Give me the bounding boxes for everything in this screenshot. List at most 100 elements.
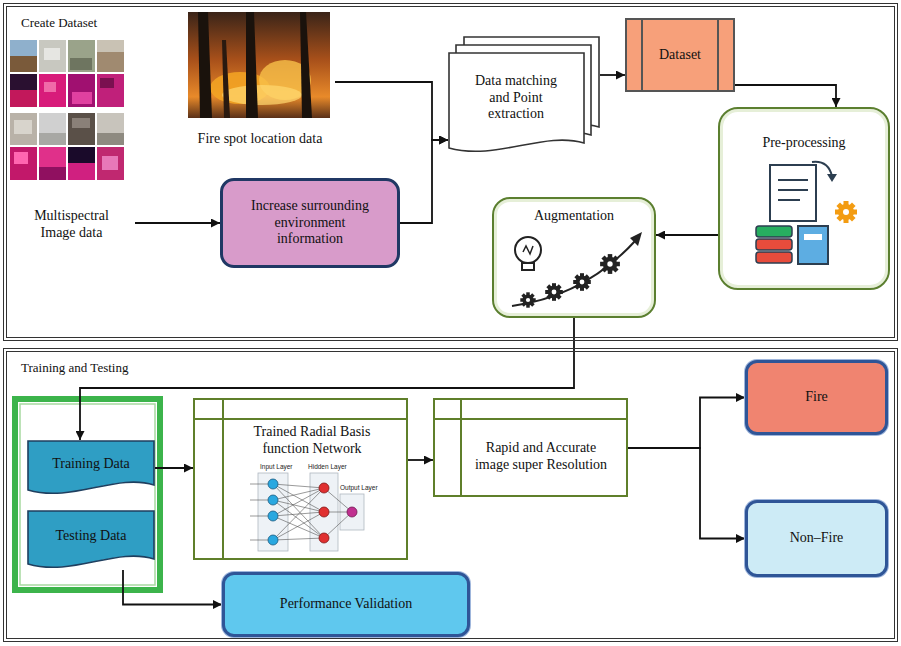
node-label: Performance Validation [280,596,412,613]
multispectral-thumbnails-part [97,40,124,52]
fire-data-item: Fire spot location data [185,10,335,152]
panel-heading: Training and Testing [21,360,128,376]
node-label: Trained Radial Basis function Network [232,424,392,458]
node-label: Fire spot location data [198,131,323,148]
validation-box: Performance Validation [222,572,470,637]
node-label: Dataset [659,47,701,64]
multispectral-thumbnails [10,40,124,180]
output-class-box: Non–Fire [745,500,888,577]
augmentation-icon-part [523,246,533,254]
multispectral-thumbnails-part [44,82,56,92]
label-holder: Input Layer [260,464,293,471]
box-rule [222,400,224,558]
rbf-network-picture-part-part [273,484,324,488]
preprocessing-icon-part [835,201,857,223]
rbf-network-picture-part-part [273,538,324,540]
rbf-network-picture-part-part [324,512,352,538]
document-outline [28,511,154,567]
multispectral-thumbnails-part [39,147,66,180]
fire-photo-part [198,12,212,118]
rounded-step-box: Augmentation [492,197,656,318]
preprocessing-icon-part [812,162,832,176]
rbf-network-picture-part-part [273,484,324,538]
multispectral-thumbnails-part [39,113,66,145]
model-box: Rapid and Accurate image super Resolutio… [433,398,628,497]
rbf-network-picture-part [319,507,329,517]
rbf-network-picture-part-part [273,516,324,538]
preprocessing-icon-part [770,165,816,221]
multispectral-thumbnails-part [39,74,66,107]
multispectral-thumbnails-part [68,163,95,180]
image-data-item: Multispectral Image data [8,38,135,248]
preprocessing-icon-part [756,252,792,263]
augmentation-icon-part [600,254,620,274]
node-label: Rapid and Accurate image super Resolutio… [474,440,609,474]
flow-arrow [408,459,433,461]
multispectral-thumbnails-part [39,40,66,72]
flow-arrow [135,222,220,224]
multispectral-thumbnails-part [14,120,32,134]
preprocessing-icon-part [778,199,800,201]
green-data-frame [15,399,160,590]
preprocessing-icon-part [798,226,828,264]
rounded-step-box: Pre-processing [718,107,890,290]
multispectral-thumbnails-part [100,78,114,88]
flow-arrow [400,140,448,223]
multispectral-thumbnails-part [44,48,60,60]
dataset-panel: Create DatasetMultispectral Image data Fi… [3,3,898,341]
label-holder: Output Layer [340,485,378,492]
multispectral-thumbnails-part [102,156,118,170]
node-label: Fire [805,389,828,406]
flow-arrow [628,398,745,449]
multispectral-thumbnails-part [72,92,92,104]
multispectral-thumbnails-part [97,113,124,145]
flow-arrow [735,85,836,107]
preprocessing-icon-part [778,189,808,191]
document-stack: Data matching and Point extraction [448,36,600,154]
node-label: Increase surrounding environment informa… [240,198,380,248]
node-label: Multispectral Image data [26,208,118,242]
multispectral-thumbnails-part [70,58,92,70]
page-outline [449,53,584,151]
rbf-network-picture-part-part [273,488,324,516]
rbf-network-picture-part-part [273,484,324,512]
fire-photo-part [222,40,230,118]
box-rule [195,418,406,420]
node-label: Data matching and Point extraction [474,73,558,123]
panel-heading: Create Dataset [21,15,97,31]
preprocessing-icon-part [756,239,792,250]
node-label: Training Data [52,456,130,473]
multispectral-thumbnails-part [10,40,37,56]
rbf-network-picture-part [268,479,278,489]
augmentation-icon-part [573,273,591,291]
multispectral-thumbnails-part [10,56,37,72]
rbf-network-picture-part [268,535,278,545]
augmentation-icon-part [520,292,535,307]
box-rule [641,20,643,90]
document-box: Training Data [27,440,155,496]
flow-arrow [335,82,448,140]
flow-arrow [656,234,718,236]
layer-label: Hidden Layer [308,464,347,471]
training-panel: Training and TestingTraining DataTesting… [3,348,898,642]
label-holder: Hidden Layer [308,464,347,471]
node-label: Pre-processing [762,135,845,152]
rbf-network-picture-part-part [324,488,352,512]
multispectral-thumbnails-part [97,74,124,107]
box-rule [460,400,462,495]
augmentation-icon-part [515,237,541,263]
multispectral-thumbnails-part [10,90,37,107]
fire-photo-part [222,85,302,105]
green-data-frame-part [15,399,160,590]
multispectral-thumbnails-part [10,147,37,180]
multispectral-thumbnails-part [68,40,95,72]
process-box: Increase surrounding environment informa… [220,178,400,268]
augmentation-icon-part [545,283,563,301]
model-box: Trained Radial Basis function Network [193,398,408,560]
fire-photo [188,12,330,118]
node-label: Augmentation [534,208,614,225]
rbf-network-picture-part-part [250,500,268,501]
multispectral-thumbnails-part [10,113,37,145]
multispectral-thumbnails-part [14,152,28,164]
document-box: Testing Data [27,510,155,570]
